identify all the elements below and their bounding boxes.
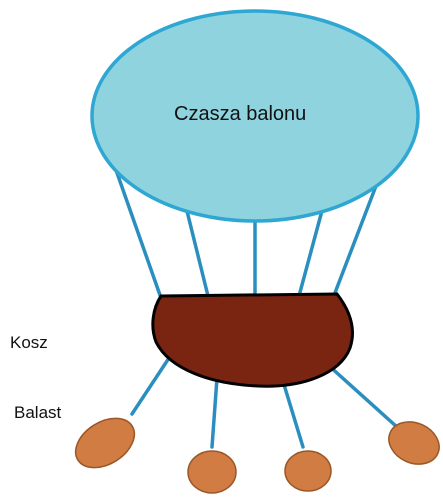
suspension-line [184, 205, 210, 298]
suspension-line [114, 168, 163, 300]
ballast-lines [130, 356, 399, 449]
ballast-bags [74, 417, 440, 494]
balloon-canopy [90, 9, 420, 223]
ballast-bag [284, 450, 332, 492]
ballast-line [280, 376, 305, 449]
ballast-bag [187, 450, 237, 494]
ballast-bag [74, 417, 136, 469]
balloon-basket [151, 292, 354, 388]
ballast-line [130, 356, 171, 416]
basket-label: Kosz [10, 333, 48, 352]
ballast-line [210, 376, 219, 449]
ballast-line [325, 362, 399, 429]
suspension-line [297, 205, 325, 298]
ballast-bag [388, 421, 440, 465]
canopy-label: Czasza balonu [174, 103, 307, 125]
ballast-label: Balast [14, 403, 62, 422]
